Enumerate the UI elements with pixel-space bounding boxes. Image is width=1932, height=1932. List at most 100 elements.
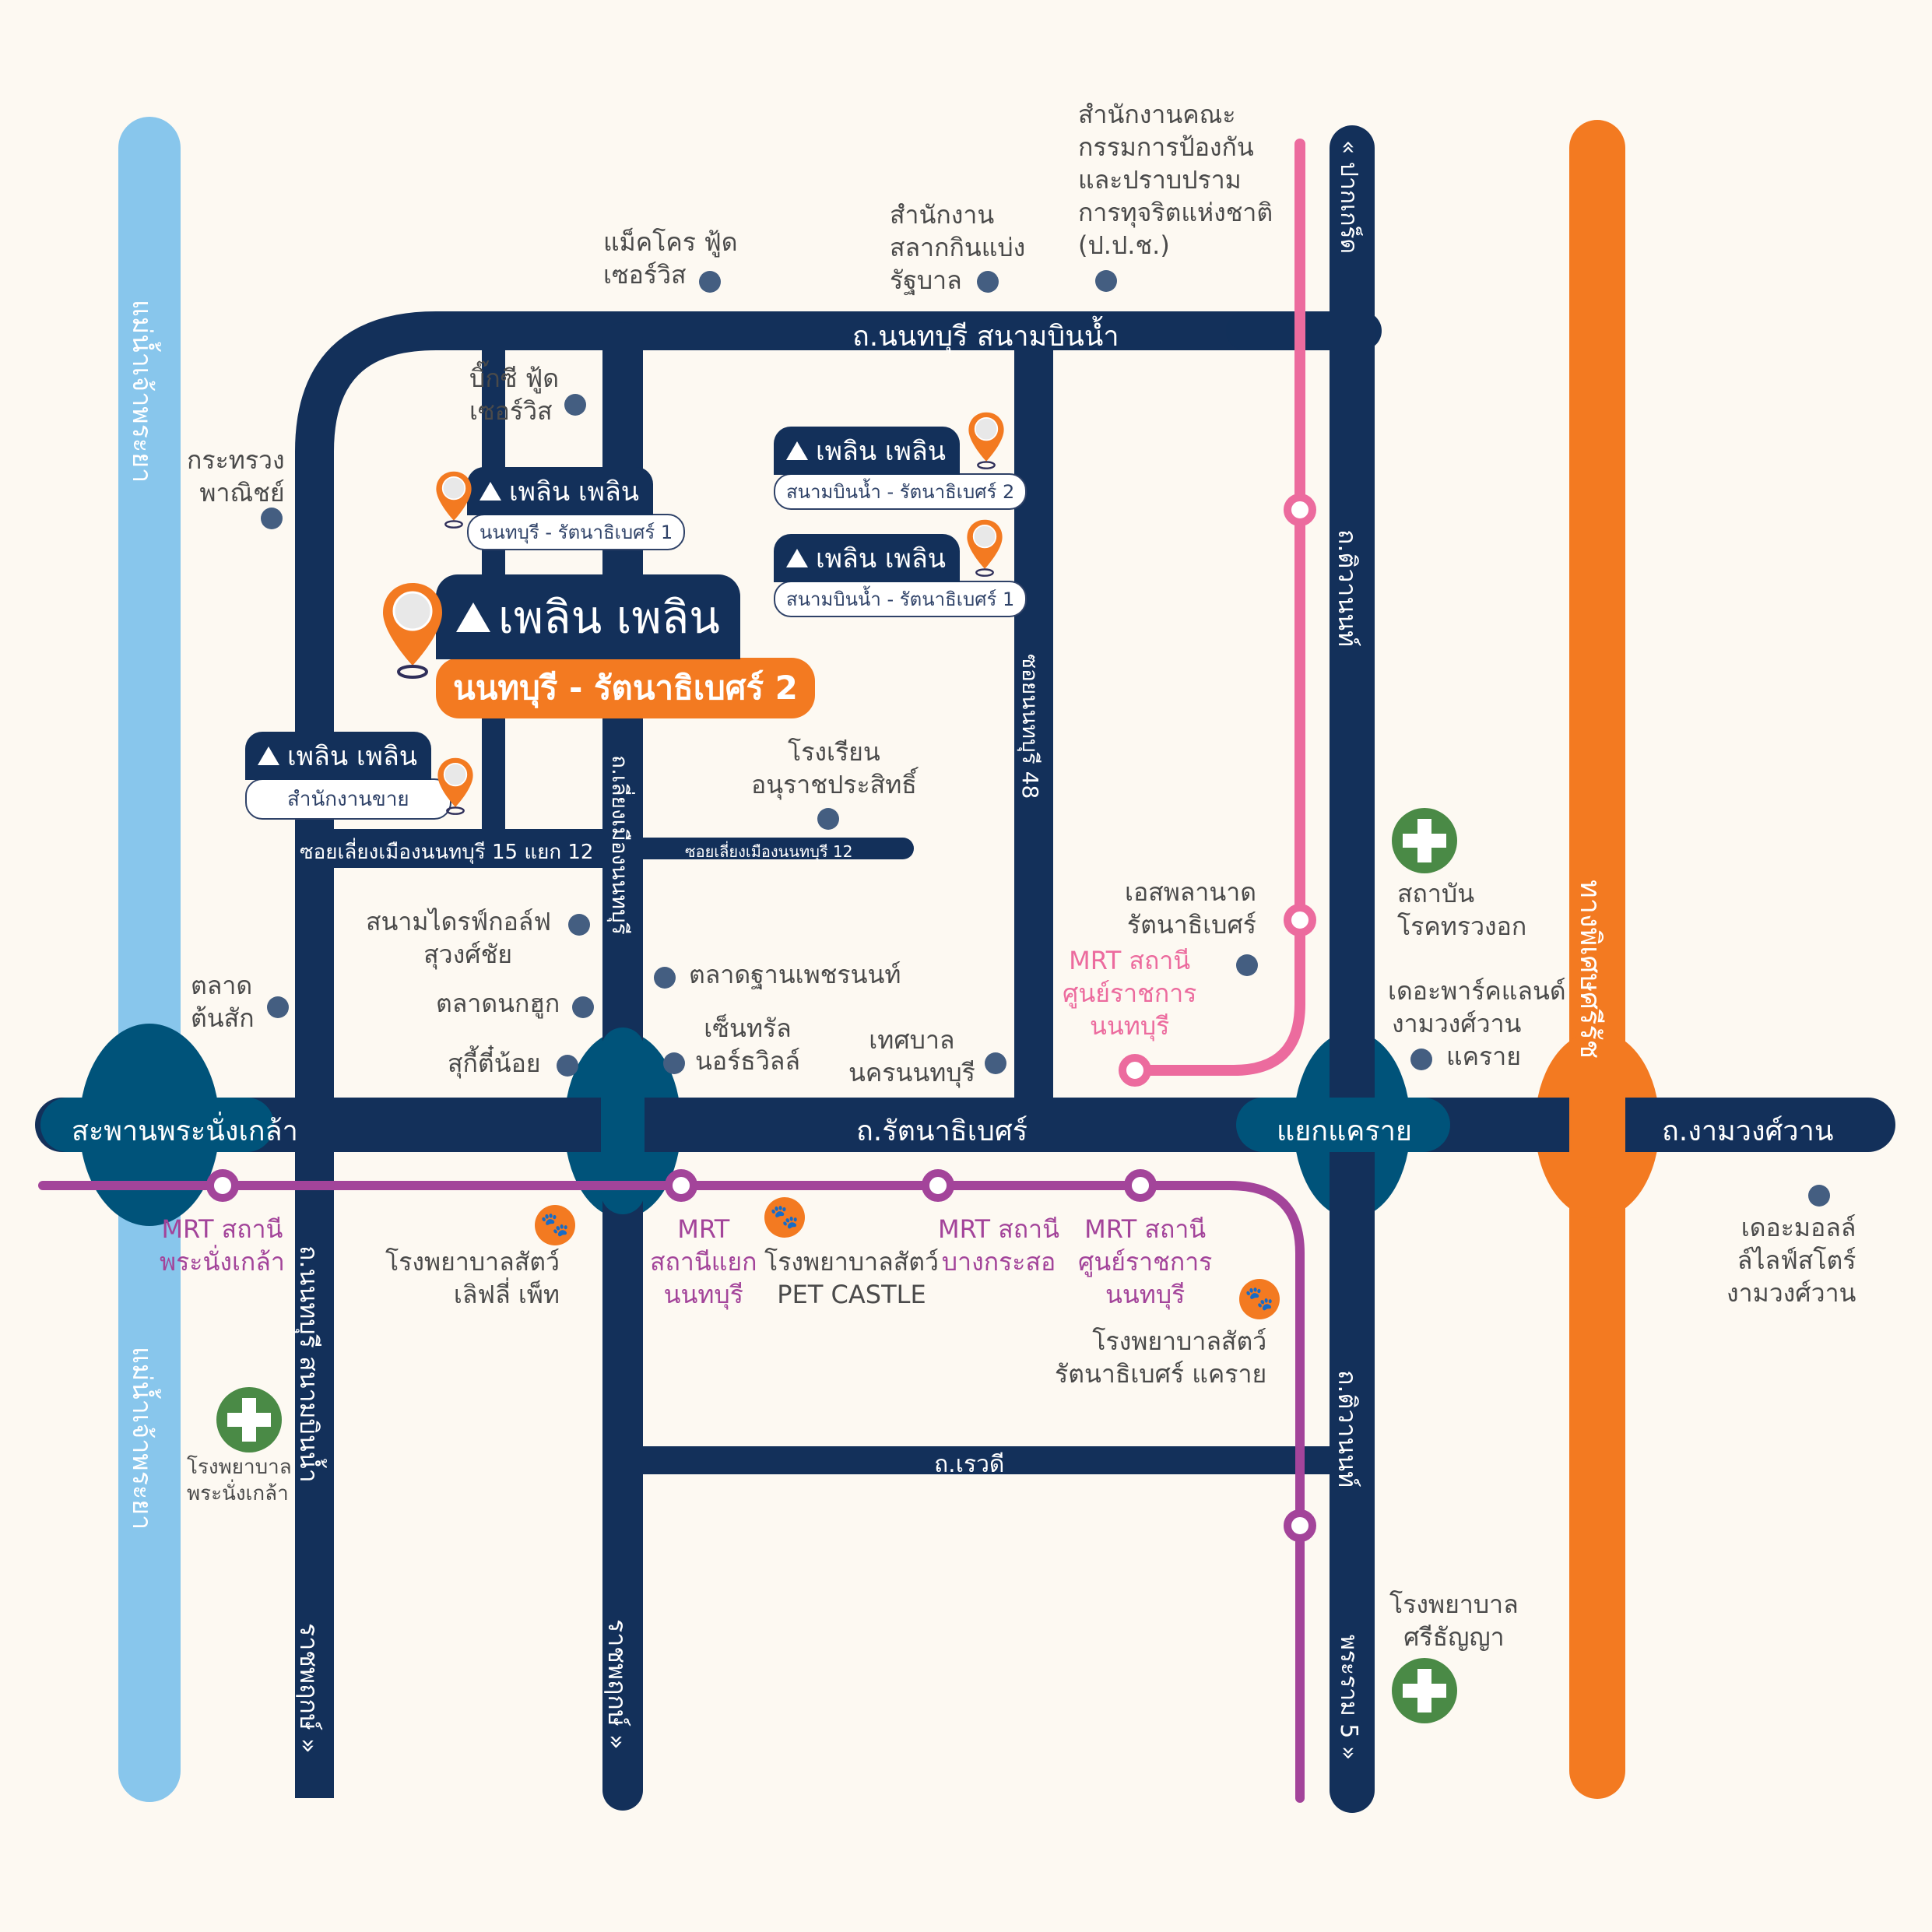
poi-text: สำนักงานคณะ [1078,100,1236,129]
hospital-icon [1392,1658,1457,1723]
poi-text: โรงพยาบาล [187,1456,292,1479]
map-pin-icon[interactable] [434,469,473,531]
poi-dot [977,271,999,293]
poi-dot [663,1052,685,1074]
project-tag-main[interactable]: เพลิน เพลิน นนทบุรี - รัตนาธิเบศร์ 2 [436,574,815,718]
bypass-overpass [601,1027,645,1214]
map-pin-icon[interactable] [380,580,445,681]
paw-icon: 🐾 [764,1197,805,1238]
hospital-icon [1392,808,1457,873]
station-text: MRT สถานี [1069,946,1191,975]
direction-text: ราชพฤกษ์ [602,1619,632,1727]
station-text: นนทบุรี [1105,1280,1186,1309]
project-brand: เพลิน เพลิน [498,591,720,644]
poi-dot [557,1055,578,1077]
poi-text: ตลาด [191,971,253,1000]
poi-text: โรงพยาบาลสัตว์ [764,1247,939,1277]
poi-text: กรรมการป้องกัน [1078,132,1254,162]
poi-hospital-pnk: โรงพยาบาลพระนั่งเกล้า [187,1454,292,1507]
poi-municipality: เทศบาลนครนนทบุรี [848,1024,975,1089]
poi-text: สำนักงาน [890,200,995,230]
road-label-east: ถ.งามวงศ์วาน [1662,1115,1834,1147]
road-top [295,311,1354,1798]
poi-text: เอสพลานาด [1125,877,1256,907]
road-label-top: ถ.นนทบุรี สนามบินน้ำ [852,321,1119,353]
poi-text: ตลาดฐานเพชรนนท์ [689,960,901,989]
poi-chest-institute: สถาบันโรคทรวงอก [1397,877,1526,943]
brand-logo-icon [479,482,501,501]
poi-text: พาณิชย์ [199,478,285,508]
chevron-down-icon: » [602,1734,632,1750]
poi-text: ล์ไลฟ์สโตร์ [1737,1245,1856,1275]
road-label-ratchaphruek-mid: ราชพฤกษ์ » [597,1619,637,1750]
project-tag-p3[interactable]: เพลิน เพลิน สนามบินน้ำ - รัตนาธิเบศร์ 1 [774,534,1027,617]
map-pin-icon[interactable] [965,517,1004,579]
poi-text: เลิฟลี่ เพ็ท [453,1280,560,1309]
poi-text: (ป.ป.ช.) [1078,230,1170,260]
poi-text: กระทรวง [187,445,285,475]
project-branch: สนามบินน้ำ - รัตนาธิเบศร์ 2 [774,473,1027,510]
project-brand: เพลิน เพลิน [287,741,418,772]
poi-text: แม็คโคร ฟู้ด [603,227,738,257]
poi-dot [1236,954,1258,976]
paw-icon: 🐾 [1239,1279,1280,1319]
project-branch: สำนักงานขาย [245,778,451,820]
station-text: ศูนย์ราชการ [1078,1247,1213,1277]
hospital-icon [216,1387,282,1453]
direction-text: ราชพฤกษ์ [294,1623,324,1730]
chevron-down-icon: » [1335,1745,1362,1761]
road-label-khaerai: แยกแคราย [1277,1115,1413,1147]
poi-text: เดอะมอลล์ [1741,1213,1856,1242]
map-pin-icon[interactable] [967,409,1006,472]
mrt-station-marker [206,1169,239,1202]
station-text: MRT สถานี [1084,1214,1207,1244]
poi-text: นครนนทบุรี [848,1058,975,1087]
river-label-north: แม่น้ำเจ้าพระยา [126,300,157,483]
poi-text: อนุราชประสิทธิ์ [751,770,917,799]
poi-text: แคราย [1446,1042,1521,1071]
poi-text: โรงพยาบาล [1389,1590,1519,1619]
mrt-station-marker [1284,494,1316,526]
project-tag-p1[interactable]: เพลิน เพลิน นนทบุรี - รัตนาธิเบศร์ 1 [467,467,686,550]
direction-text: พระราม 5 [1335,1635,1362,1739]
poi-text: สุวงศ์ชัย [423,940,513,969]
poi-text: สถาบัน [1397,879,1475,908]
project-tag-p2[interactable]: เพลิน เพลิน สนามบินน้ำ - รัตนาธิเบศร์ 2 [774,427,1027,510]
poi-text: สนามไดรฟ์กอล์ฟ [366,907,552,936]
paw-icon: 🐾 [535,1205,575,1245]
direction-text: ปากเกร็ด [1335,161,1362,254]
river-label-south: แม่น้ำเจ้าพระยา [126,1347,157,1530]
road-label-tiwanon-south: ถ.ติวานนท์ [1333,1370,1362,1488]
mrt-station-marker [922,1169,954,1202]
poi-text: โรคทรวงอก [1397,912,1527,941]
poi-dot [817,808,839,830]
road-label-soi-15-12: ซอยเลี่ยงเมืองนนทบุรี 15 แยก 12 [300,841,594,864]
station-text: บางกระสอ [941,1247,1056,1277]
project-tag-sales[interactable]: เพลิน เพลิน สำนักงานขาย [245,732,451,820]
poi-text: สลากกินแบ่ง [890,233,1026,262]
project-brand: เพลิน เพลิน [509,476,640,508]
mrt-station-marker [665,1169,697,1202]
poi-the-mall: เดอะมอลล์ล์ไลฟ์สโตร์งามวงศ์วาน [1727,1211,1856,1309]
poi-text: ศรีธัญญา [1403,1622,1505,1652]
poi-text: เดอะพาร์คแลนด์ [1388,976,1566,1006]
poi-golf: สนามไดรฟ์กอล์ฟสุวงศ์ชัย [366,905,551,971]
poi-tonsak-market: ตลาดต้นสัก [191,969,255,1034]
poi-text: โรงพยาบาลสัตว์ [385,1247,560,1277]
map-pin-icon[interactable] [436,755,475,817]
poi-hospital-sri: โรงพยาบาลศรีธัญญา [1389,1588,1519,1653]
poi-text: งามวงศ์วาน [1392,1009,1522,1038]
poi-dot [568,914,590,936]
poi-bigc: บิ๊กซี ฟู้ดเซอร์วิส [469,362,559,427]
project-branch: สนามบินน้ำ - รัตนาธิเบศร์ 1 [774,581,1027,617]
road-label-tiwanon-north-dir: « ปากเกร็ด [1330,140,1367,254]
road-label-expressway: ทางพิเศษศรีรัช [1574,880,1606,1059]
poi-thanphet-market: ตลาดฐานเพชรนนท์ [689,958,901,991]
poi-dot [572,996,594,1018]
road-label-rewadee: ถ.เรวดี [934,1451,1005,1478]
poi-text: ตลาดนกฮูก [436,989,560,1018]
poi-nokhook-market: ตลาดนกฮูก [436,987,560,1020]
poi-commerce: กระทรวงพาณิชย์ [187,444,285,509]
